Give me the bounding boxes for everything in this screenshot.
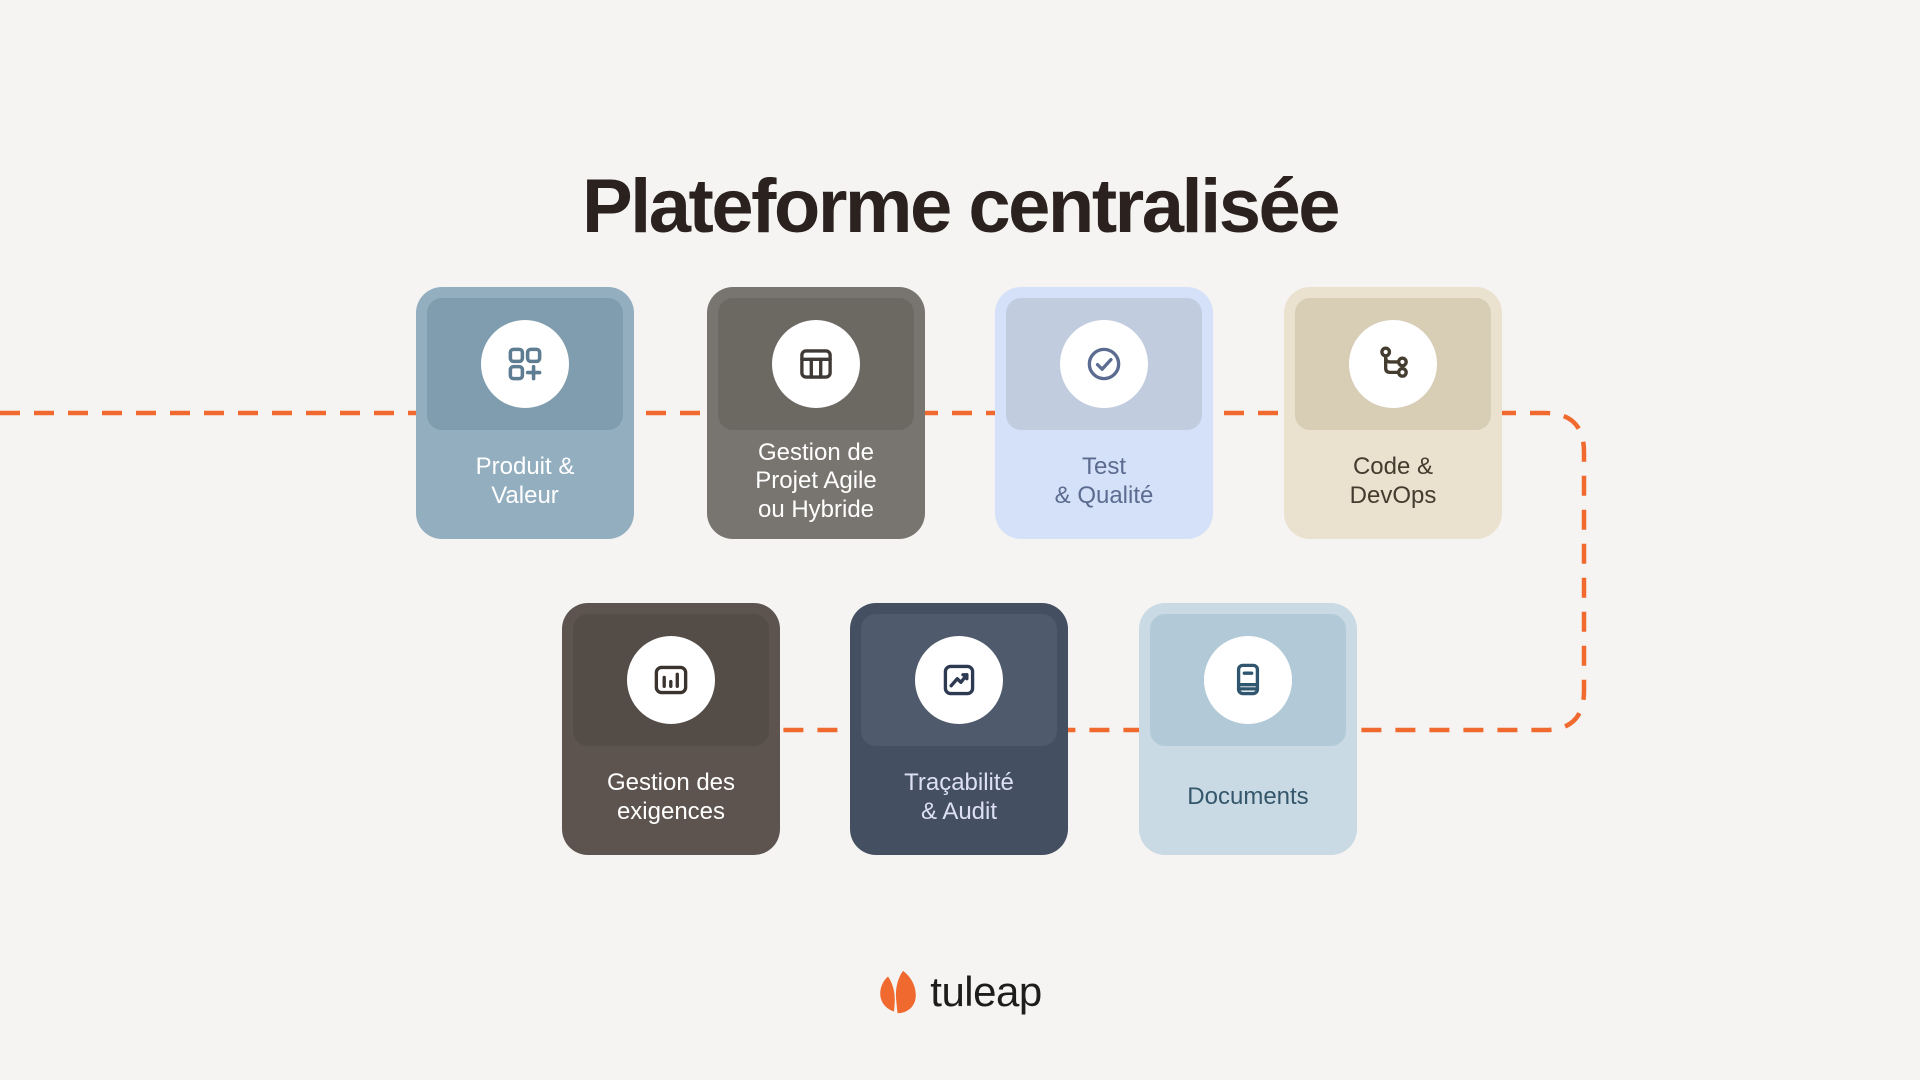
card-label-line: Gestion de xyxy=(757,439,875,467)
tuleap-logo: tuleap xyxy=(0,968,1920,1016)
card-icon-panel xyxy=(1295,298,1491,430)
card-label: Gestion des exigences xyxy=(562,746,780,855)
card-label-line: Projet Agile xyxy=(755,467,877,495)
card-label: Produit & Valeur xyxy=(416,430,634,539)
book-icon xyxy=(1236,663,1260,696)
card-label: Test & Qualité xyxy=(995,430,1213,539)
card-icon-panel xyxy=(718,298,914,430)
card-label-line: Produit & xyxy=(475,453,575,481)
card-label-line: Code & xyxy=(1352,453,1434,481)
trending-up-icon xyxy=(943,664,975,696)
card-tracabilite-audit: Traçabilité & Audit xyxy=(850,603,1068,855)
icon-circle xyxy=(772,320,860,408)
card-label-line: Test xyxy=(1081,453,1126,481)
page-title: Plateforme centralisée xyxy=(581,163,1341,249)
card-test-qualite: Test & Qualité xyxy=(995,287,1213,539)
card-label-line: & Audit xyxy=(920,797,998,825)
card-gestion-exigences: Gestion des exigences xyxy=(562,603,780,855)
card-label-line: Traçabilité xyxy=(904,769,1014,797)
icon-circle xyxy=(1204,636,1292,724)
icon-circle xyxy=(627,636,715,724)
icon-circle xyxy=(1349,320,1437,408)
card-icon-panel xyxy=(1150,614,1346,746)
tulip-icon xyxy=(880,970,917,1014)
table-icon xyxy=(800,349,832,379)
card-documents: Documents xyxy=(1139,603,1357,855)
card-label-line: & Qualité xyxy=(1054,481,1154,509)
card-label-line: DevOps xyxy=(1349,481,1437,509)
card-label: Gestion de Projet Agile ou Hybride xyxy=(707,430,925,539)
card-gestion-projet: Gestion de Projet Agile ou Hybride xyxy=(707,287,925,539)
icon-circle xyxy=(481,320,569,408)
card-icon-panel xyxy=(427,298,623,430)
card-label-line: Gestion des xyxy=(606,769,736,797)
card-produit-valeur: Produit & Valeur xyxy=(416,287,634,539)
card-label: Code & DevOps xyxy=(1284,430,1502,539)
icon-circle xyxy=(915,636,1003,724)
card-icon-panel xyxy=(573,614,769,746)
brand-name: tuleap xyxy=(930,968,1042,1015)
card-icon-panel xyxy=(1006,298,1202,430)
card-label: Traçabilité & Audit xyxy=(850,746,1068,855)
card-label-line: Valeur xyxy=(491,481,559,509)
bar-chart-icon xyxy=(654,665,688,695)
card-label-line: exigences xyxy=(616,797,726,825)
circle-check-icon xyxy=(1087,347,1121,381)
card-code-devops: Code & DevOps xyxy=(1284,287,1502,539)
git-branch-icon xyxy=(1380,346,1408,378)
grid-plus-icon xyxy=(508,347,542,381)
icon-circle xyxy=(1060,320,1148,408)
card-label: Documents xyxy=(1139,746,1357,855)
card-label-line: Documents xyxy=(1187,783,1309,811)
card-label-line: ou Hybride xyxy=(757,495,875,523)
card-icon-panel xyxy=(861,614,1057,746)
